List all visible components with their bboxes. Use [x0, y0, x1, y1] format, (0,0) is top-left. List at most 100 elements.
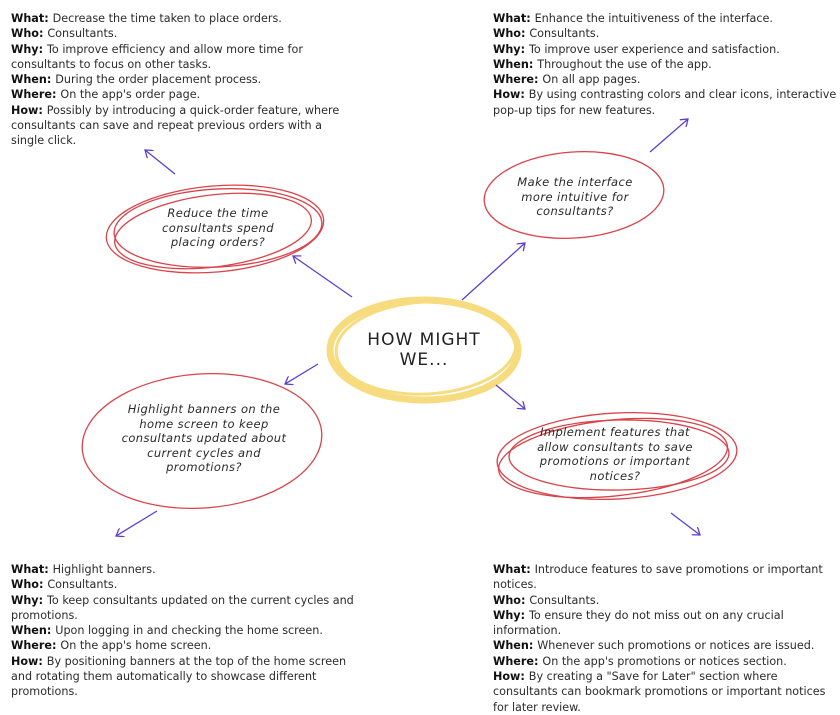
note-intuitive-interface: What:Enhance the intuitiveness of the in… — [493, 11, 838, 118]
label-what: What: — [11, 563, 49, 576]
note-when: When:Throughout the use of the app. — [493, 57, 838, 72]
note-how: How:Possibly by introducing a quick-orde… — [11, 103, 349, 149]
value-how: By using contrasting colors and clear ic… — [493, 88, 837, 117]
note-who: Who:Consultants. — [493, 26, 838, 41]
arrow-center-to-intuitive — [461, 243, 525, 301]
value-where: On all app pages. — [542, 73, 641, 87]
label-where: Where: — [11, 88, 57, 102]
label-who: Who: — [11, 578, 44, 592]
value-why: To improve efficiency and allow more tim… — [11, 42, 303, 71]
label-how: How: — [11, 654, 43, 668]
bubble-features-outline — [496, 411, 738, 501]
note-how: How:By positioning banners at the top of… — [11, 654, 356, 700]
label-what: What: — [493, 12, 531, 25]
value-who: Consultants. — [47, 27, 118, 41]
value-when: Whenever such promotions or notices are … — [537, 639, 815, 653]
note-where: Where:On the app's order page. — [11, 87, 349, 102]
arrow-center-to-reduce — [293, 256, 353, 298]
note-who: Who:Consultants. — [11, 26, 349, 41]
value-when: During the order placement process. — [55, 73, 262, 87]
center-title-line-2: WE... — [399, 350, 449, 370]
bubble-line: more intuitive for — [521, 189, 629, 204]
value-who: Consultants. — [47, 578, 118, 592]
label-why: Why: — [11, 42, 44, 56]
note-when: When:Whenever such promotions or notices… — [493, 638, 833, 653]
arrow-center-to-features — [495, 384, 525, 409]
label-where: Where: — [493, 654, 539, 668]
label-how: How: — [493, 670, 525, 684]
bubble-line: Implement features that — [540, 425, 690, 439]
value-why: To keep consultants updated on the curre… — [11, 593, 354, 622]
value-how: By positioning banners at the top of the… — [11, 654, 347, 699]
note-who: Who:Consultants. — [11, 577, 356, 592]
note-who: Who:Consultants. — [493, 593, 833, 608]
label-why: Why: — [493, 608, 526, 622]
label-who: Who: — [11, 27, 44, 41]
value-where: On the app's promotions or notices secti… — [542, 654, 787, 668]
label-who: Who: — [493, 593, 526, 607]
bubble-line: home screen to keep — [139, 416, 269, 431]
bubble-line: current cycles and — [147, 445, 261, 460]
note-how: How:By creating a "Save for Later" secti… — [493, 669, 833, 715]
label-who: Who: — [493, 27, 526, 41]
bubble-intuitive-outline — [483, 150, 665, 240]
bubble-highlight-banners: Highlight banners on the home screen to … — [104, 402, 304, 475]
bubble-line: Highlight banners on the — [127, 402, 281, 416]
value-what: Introduce features to save promotions or… — [493, 563, 823, 592]
value-who: Consultants. — [529, 27, 600, 41]
value-how: Possibly by introducing a quick-order fe… — [11, 103, 340, 148]
value-what: Decrease the time taken to place orders. — [52, 12, 282, 25]
bubble-line: consultants spend — [162, 220, 274, 235]
value-how: By creating a "Save for Later" section w… — [493, 670, 826, 714]
label-why: Why: — [11, 593, 44, 607]
note-where: Where:On the app's promotions or notices… — [493, 654, 833, 669]
note-when: When:During the order placement process. — [11, 72, 349, 87]
note-reduce-time: What:Decrease the time taken to place or… — [11, 11, 349, 149]
note-where: Where:On the app's home screen. — [11, 638, 356, 653]
bubble-line: placing orders? — [170, 235, 266, 250]
bubble-line: consultants? — [536, 204, 614, 219]
note-where: Where:On all app pages. — [493, 72, 838, 87]
arrow-features-to-note — [670, 512, 700, 535]
label-when: When: — [11, 73, 52, 87]
note-highlight-banners: What:Highlight banners. Who:Consultants.… — [11, 562, 356, 700]
value-why: To ensure they do not miss out on any cr… — [493, 608, 784, 638]
bubble-reduce-outline — [105, 184, 325, 274]
bubble-line: promotions or important — [539, 454, 691, 469]
center-title-line-1: HOW MIGHT — [367, 330, 481, 350]
note-why: Why:To ensure they do not miss out on an… — [493, 608, 833, 639]
value-when: Throughout the use of the app. — [537, 57, 712, 71]
value-who: Consultants. — [529, 593, 600, 607]
note-save-features: What:Introduce features to save promotio… — [493, 562, 833, 715]
arrow-banners-to-note — [116, 510, 158, 536]
note-what: What:Enhance the intuitiveness of the in… — [493, 11, 838, 26]
bubble-line: Make the interface — [517, 175, 633, 189]
bubble-banners-outline — [81, 372, 323, 510]
label-when: When: — [493, 57, 534, 71]
bubble-line: promotions? — [166, 460, 242, 475]
note-how: How:By using contrasting colors and clea… — [493, 87, 838, 118]
note-when: When:Upon logging in and checking the ho… — [11, 623, 356, 638]
center-title: HOW MIGHT WE... — [340, 330, 508, 370]
mind-map-canvas — [81, 0, 738, 694]
arrow-center-to-banners — [285, 363, 319, 384]
value-when: Upon logging in and checking the home sc… — [55, 624, 323, 638]
label-when: When: — [493, 639, 534, 653]
label-what: What: — [11, 12, 49, 25]
value-what: Highlight banners. — [52, 563, 156, 576]
value-where: On the app's home screen. — [60, 639, 212, 653]
label-what: What: — [493, 563, 531, 576]
note-why: Why:To keep consultants updated on the c… — [11, 593, 356, 624]
bubble-reduce-time: Reduce the time consultants spend placin… — [148, 206, 288, 250]
label-why: Why: — [493, 42, 526, 56]
label-when: When: — [11, 624, 52, 638]
note-why: Why:To improve user experience and satis… — [493, 42, 838, 57]
bubble-line: allow consultants to save — [537, 439, 693, 454]
note-what: What:Introduce features to save promotio… — [493, 562, 833, 593]
bubble-line: consultants updated about — [121, 431, 287, 446]
label-where: Where: — [493, 73, 539, 87]
note-why: Why:To improve efficiency and allow more… — [11, 42, 349, 73]
arrow-intuitive-to-note — [649, 119, 688, 153]
bubble-line: Reduce the time — [167, 206, 269, 220]
bubble-line: notices? — [589, 468, 641, 483]
